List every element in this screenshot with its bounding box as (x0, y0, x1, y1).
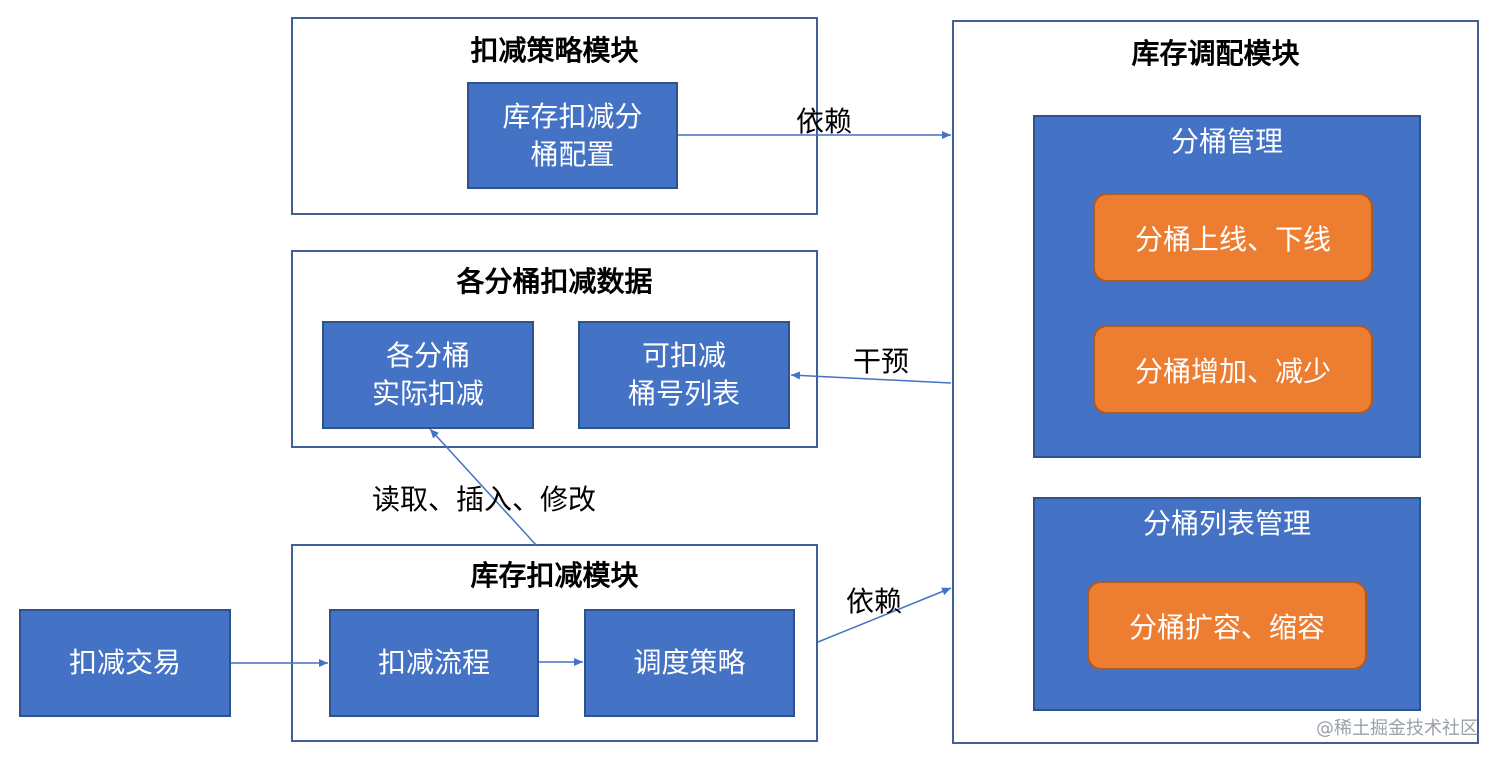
bucket-config-line1: 库存扣减分 (502, 99, 643, 133)
bucket-expand-shrink: 分桶扩容、缩容 (1087, 581, 1367, 670)
bucket-mgmt-title: 分桶管理 (1170, 125, 1283, 158)
bucket-add-reduce: 分桶增加、减少 (1093, 325, 1373, 414)
deductible-list-line1: 可扣减 (641, 339, 726, 372)
dispatch-module-title: 库存调配模块 (1131, 37, 1300, 70)
deduct-trade-box: 扣减交易 (19, 609, 231, 717)
arrow-dispatch-to-list (790, 371, 952, 384)
bucket-config-line2: 桶配置 (530, 137, 615, 171)
arrow-policy-to-dispatch (817, 587, 952, 643)
edge-label-intervene: 干预 (853, 345, 910, 378)
edge-label-read-insert-modify: 读取、插入、修改 (372, 483, 597, 516)
bucket-online-offline: 分桶上线、下线 (1093, 193, 1373, 282)
bucket-config-box: 库存扣减分 桶配置 (467, 82, 678, 189)
actual-deduct-line1: 各分桶 (385, 339, 470, 372)
actual-deduct-box: 各分桶 实际扣减 (322, 321, 534, 429)
edge-label-depend-top: 依赖 (796, 105, 853, 138)
deductible-list-line2: 桶号列表 (627, 377, 740, 410)
arrow-deduct-to-actual (429, 428, 538, 547)
dispatch-policy-box: 调度策略 (584, 609, 795, 717)
bucket-list-mgmt-title: 分桶列表管理 (1142, 507, 1311, 540)
deduct-module-title: 库存扣减模块 (470, 559, 639, 592)
actual-deduct-line2: 实际扣减 (371, 377, 484, 410)
edge-label-depend-bottom: 依赖 (846, 585, 903, 618)
bucket-data-title: 各分桶扣减数据 (456, 265, 653, 298)
deductible-list-box: 可扣减 桶号列表 (578, 321, 790, 429)
deduct-flow-box: 扣减流程 (329, 609, 539, 717)
strategy-module-title: 扣减策略模块 (470, 34, 639, 67)
watermark: @稀土掘金技术社区 (1316, 718, 1478, 739)
